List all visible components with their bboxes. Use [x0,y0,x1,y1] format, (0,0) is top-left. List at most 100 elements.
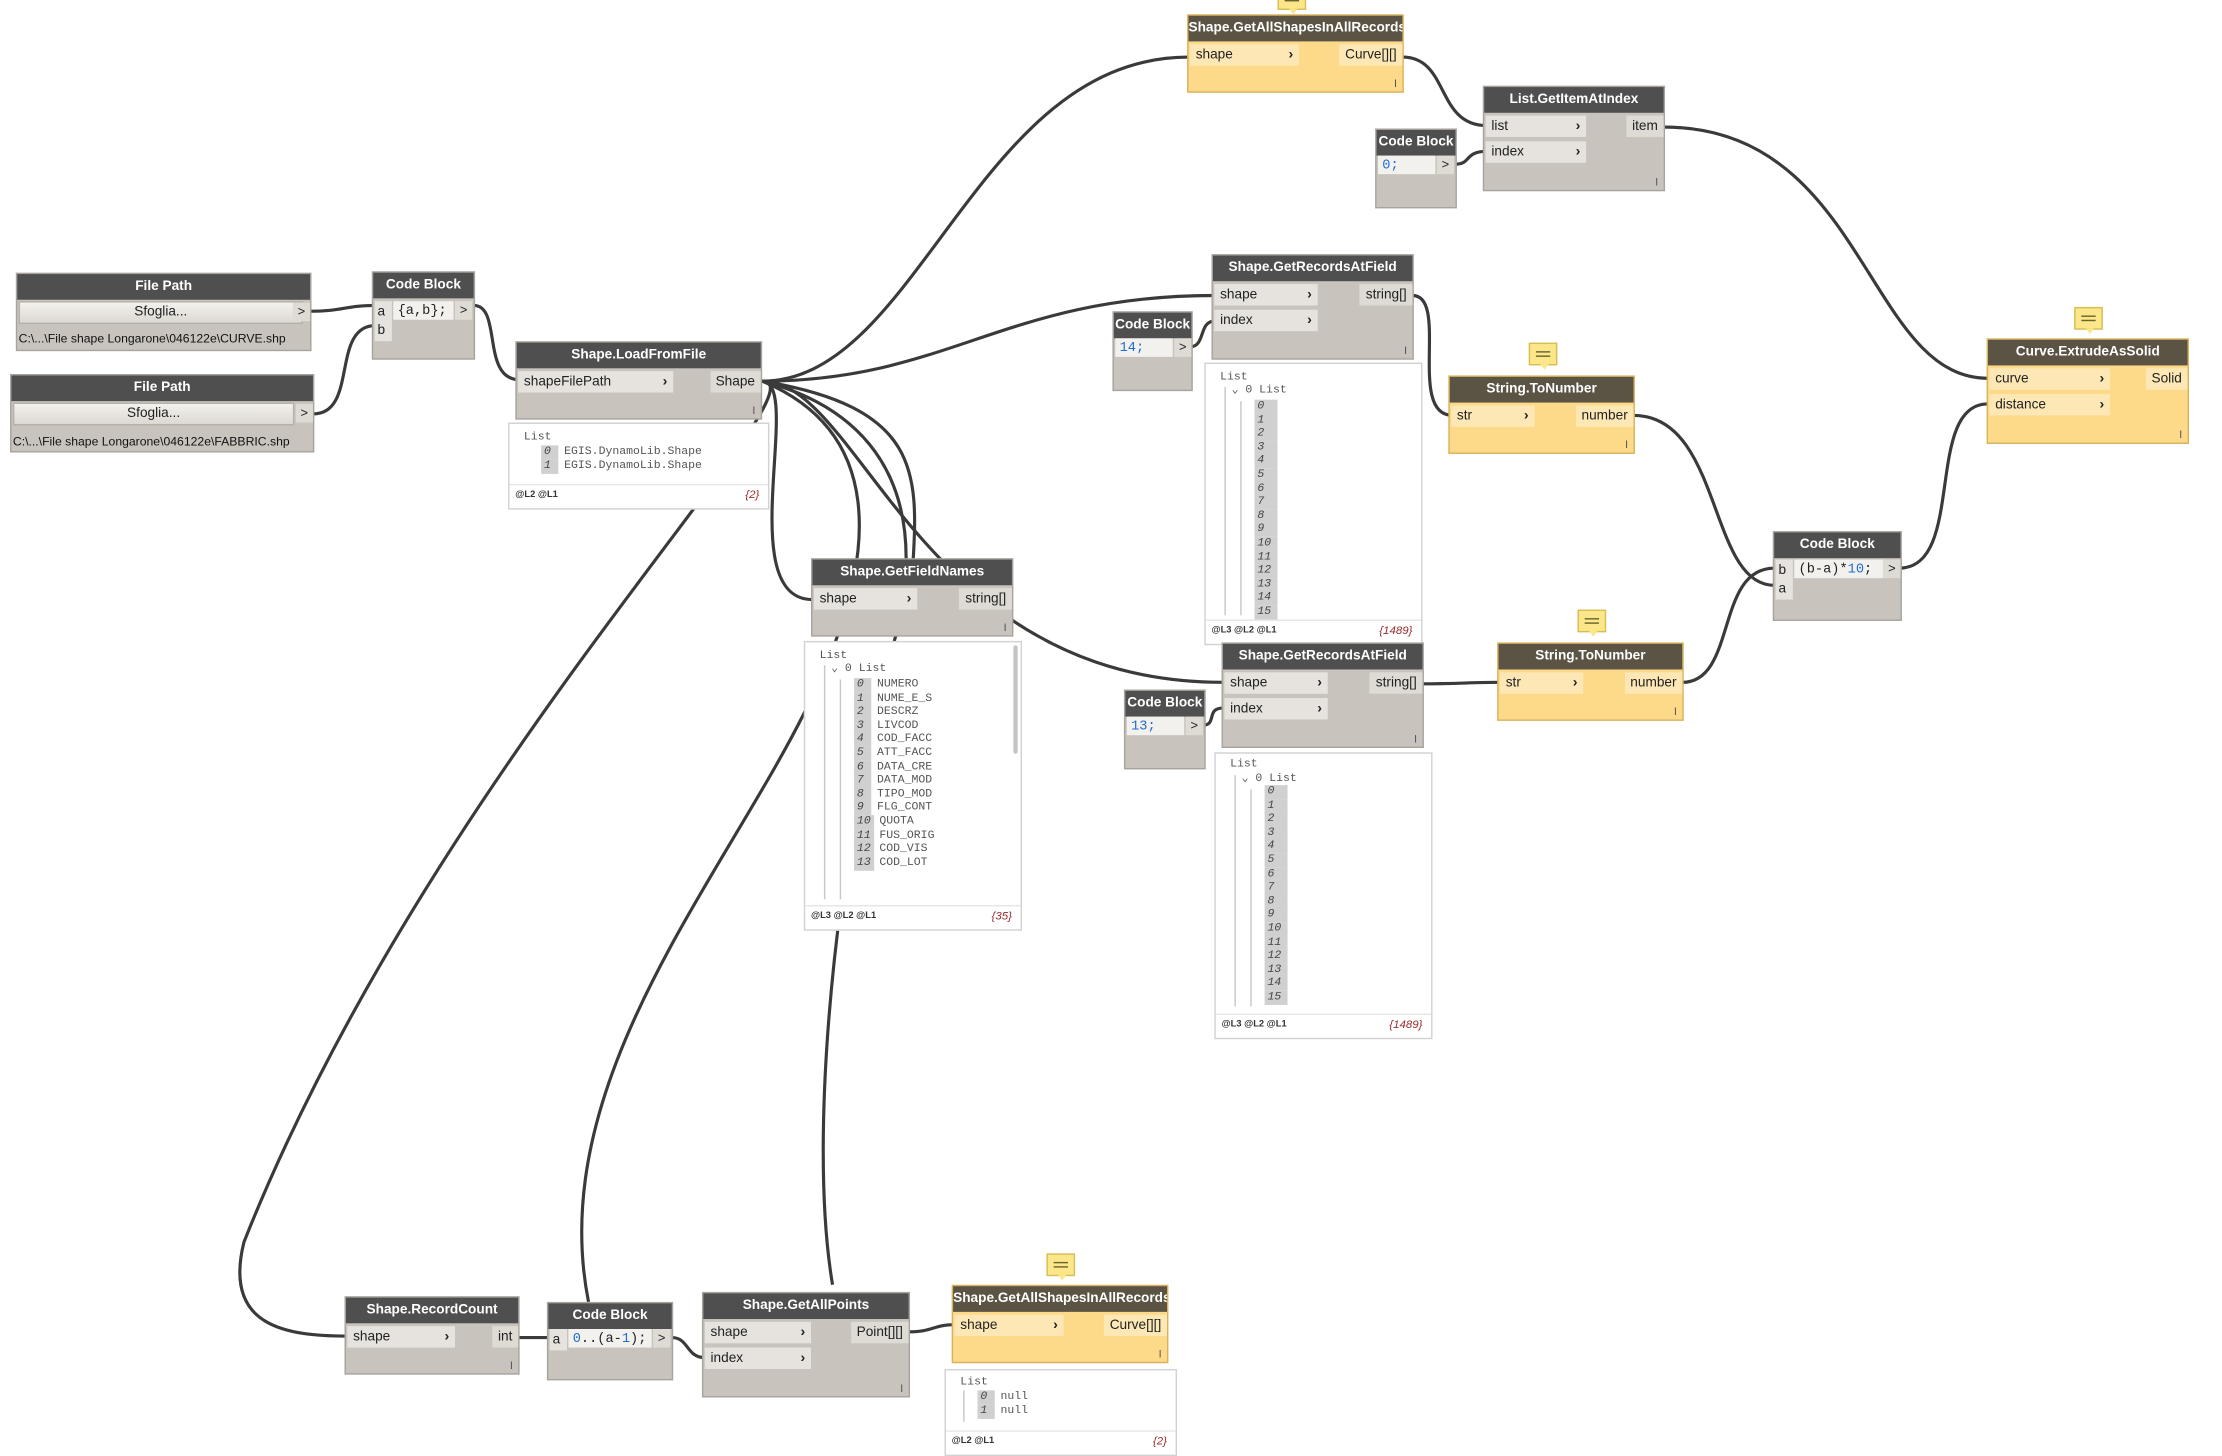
browse-button[interactable]: Sfoglia... [14,403,293,424]
code-block-node-ab[interactable]: Code Block a b {a,b}; > [373,272,474,359]
browse-button[interactable]: Sfoglia... [20,302,302,323]
lacing-indicator[interactable]: l [900,1384,903,1395]
output-port-number[interactable]: number [1575,405,1634,427]
output-port-curves[interactable]: Curve[][] [1339,44,1403,66]
extrude-as-solid-node[interactable]: Curve.ExtrudeAsSolid curve› distance› So… [1988,339,2188,443]
output-port[interactable]: > [1883,559,1901,579]
list-get-item-node[interactable]: List.GetItemAtIndex list› index› item l [1484,87,1664,190]
output-port-number[interactable]: number [1624,672,1683,694]
input-port-str[interactable]: str› [1451,405,1535,427]
output-port[interactable]: > [295,403,313,423]
preview-list-item: 7 [1254,495,1284,510]
record-count-node[interactable]: Shape.RecordCount shape› int l [345,1297,519,1374]
get-field-names-node[interactable]: Shape.GetFieldNames shape› string[] l [812,559,1012,636]
lacing-indicator[interactable]: l [1674,708,1677,719]
comment-icon[interactable] [1578,610,1605,637]
output-port-strings[interactable]: string[] [1360,284,1413,306]
preview-list-item: 5 [1254,468,1284,483]
output-port-solid[interactable]: Solid [2145,368,2188,390]
lacing-indicator[interactable]: l [1394,79,1397,90]
input-port-a[interactable]: a [374,301,392,323]
input-port-a[interactable]: a [1775,578,1793,600]
input-port-shape[interactable]: shape› [813,588,918,610]
get-all-points-node[interactable]: Shape.GetAllPoints shape› index› Point[]… [703,1293,909,1397]
item-count: {1489} [1389,1017,1423,1031]
output-port-int[interactable]: int [492,1326,519,1348]
string-to-number-node-2[interactable]: String.ToNumber str› number l [1498,643,1683,720]
input-port-shape[interactable]: shape› [1189,44,1300,66]
string-to-number-node-1[interactable]: String.ToNumber str› number l [1449,376,1634,453]
output-port-shape[interactable]: Shape [709,371,761,393]
code-editor[interactable]: 0; [1377,155,1436,175]
code-block-node-range[interactable]: Code Block a 0..(a-1); > [548,1303,672,1379]
input-port-index[interactable]: index› [1485,141,1587,163]
code-editor[interactable]: 0..(a-1); [568,1329,652,1348]
get-all-shapes-node-bottom[interactable]: Shape.GetAllShapesInAllRecords shape› Cu… [953,1286,1167,1362]
output-port[interactable]: > [455,301,473,320]
lacing-indicator[interactable]: l [1158,1350,1162,1361]
preview-header: List [523,431,552,444]
lacing-indicator[interactable]: l [1003,623,1007,634]
lacing-indicator[interactable]: l [2179,431,2182,442]
output-port-curves[interactable]: Curve[][] [1103,1314,1167,1337]
output-port-points[interactable]: Point[][] [850,1321,909,1344]
preview-scrollbar[interactable] [1013,645,1018,754]
input-port-a[interactable]: a [549,1329,567,1351]
code-editor[interactable]: 13; [1126,716,1185,736]
code-block-node-0[interactable]: Code Block 0; > [1376,129,1456,207]
input-port-shape[interactable]: shape› [704,1321,812,1344]
input-port-index[interactable]: index› [1224,698,1328,720]
get-records-at-field-node-2[interactable]: Shape.GetRecordsAtField shape› index› st… [1222,643,1423,747]
code-editor[interactable]: (b-a)*10; [1794,559,1884,579]
lacing-indicator[interactable]: l [1655,178,1658,189]
code-block-node-13[interactable]: Code Block 13; > [1125,690,1205,768]
preview-header: List [819,649,848,663]
file-path-node-2[interactable]: File Path Sfoglia... > C:\...\File shape… [11,375,313,452]
input-port-str[interactable]: str› [1499,672,1584,694]
file-path-node-1[interactable]: File Path Sfoglia... > C:\...\File shape… [17,274,311,350]
lacing-indicator[interactable]: l [1404,346,1407,357]
comment-icon[interactable] [2075,308,2102,335]
lacing-indicator[interactable]: l [510,1361,513,1372]
code-block-node-14[interactable]: Code Block 14; > [1113,312,1192,390]
code-editor[interactable]: {a,b}; [393,301,454,320]
input-port-shape[interactable]: shape› [1214,284,1318,306]
get-records-at-field-node-1[interactable]: Shape.GetRecordsAtField shape› index› st… [1212,255,1413,359]
output-port-strings[interactable]: string[] [959,588,1012,610]
load-from-file-node[interactable]: Shape.LoadFromFile shapeFilePath› Shape … [516,342,761,419]
input-port-b[interactable]: b [374,319,392,342]
code-block-node-ba[interactable]: Code Block b a (b-a)*10; > [1774,532,1901,620]
input-port-shapefilepath[interactable]: shapeFilePath› [518,371,674,393]
output-port[interactable]: > [292,302,311,322]
chevron-right-icon: › [1288,47,1294,63]
code-editor[interactable]: 14; [1115,338,1173,357]
output-port-strings[interactable]: string[] [1370,672,1423,694]
input-port-shape[interactable]: shape› [954,1314,1064,1337]
input-port-shape[interactable]: shape› [1224,672,1328,694]
comment-icon[interactable] [1530,344,1556,370]
lacing-indicator[interactable]: l [1625,441,1628,452]
comment-icon[interactable] [1047,1254,1074,1281]
input-port-list[interactable]: list› [1485,115,1587,138]
lacing-indicator[interactable]: l [752,406,756,417]
get-all-shapes-node-top[interactable]: Shape.GetAllShapesInAllRecords shape› Cu… [1188,15,1403,92]
lacing-indicator[interactable]: l [1414,735,1417,746]
input-port-shape[interactable]: shape› [347,1326,456,1348]
output-port[interactable]: > [653,1329,671,1348]
input-port-index[interactable]: index› [1214,309,1318,332]
comment-icon[interactable] [1278,0,1305,15]
node-title: Shape.RecordCount [345,1297,519,1324]
input-port-index[interactable]: index› [704,1347,812,1369]
input-port-distance[interactable]: distance› [1989,393,2111,416]
output-port-item[interactable]: item [1626,115,1664,138]
input-port-curve[interactable]: curve› [1989,368,2111,390]
output-port[interactable]: > [1174,338,1192,357]
input-port-b[interactable]: b [1775,559,1793,581]
output-port[interactable]: > [1185,716,1203,736]
output-port[interactable]: > [1436,155,1455,175]
preview-list-item: 1 [1254,413,1284,428]
